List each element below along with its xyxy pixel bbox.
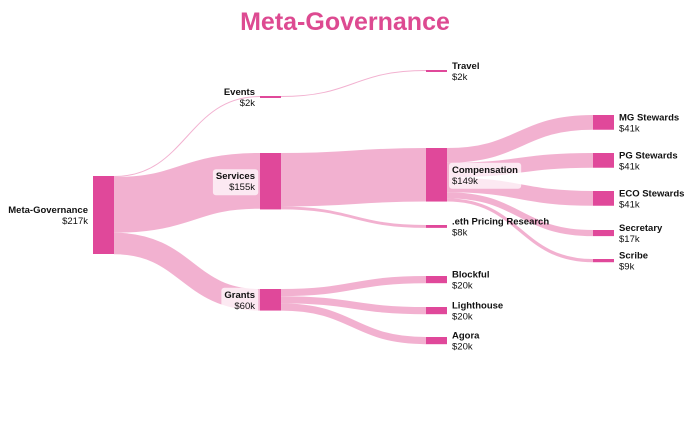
label-eco: ECO Stewards$41k: [619, 188, 684, 210]
link-events-travel: [280, 70, 427, 97]
node-scribe: [593, 259, 614, 263]
node-label-events: Events: [224, 87, 255, 98]
node-grants: [260, 289, 281, 311]
node-value-eco: $41k: [619, 199, 640, 210]
link-compensation-mg: [446, 115, 594, 163]
label-background-compensation: [449, 162, 522, 189]
label-lighthouse: Lighthouse$20k: [452, 301, 503, 323]
node-label-eth: .eth Pricing Research: [452, 216, 549, 227]
label-agora: Agora$20k: [452, 331, 480, 353]
label-eth: .eth Pricing Research$8k: [452, 216, 549, 238]
node-value-compensation: $149k: [452, 176, 478, 187]
label-pg: PG Stewards$41k: [619, 150, 678, 172]
link-grants-blockful: [280, 275, 427, 297]
label-grants: Grants$60k: [221, 287, 259, 314]
label-background-grants: [221, 287, 259, 314]
node-value-secretary: $17k: [619, 234, 640, 245]
node-events: [260, 96, 281, 98]
label-secretary: Secretary$17k: [619, 223, 663, 245]
node-value-mg: $41k: [619, 123, 640, 134]
node-layer: [93, 70, 614, 345]
node-value-agora: $20k: [452, 342, 473, 353]
node-value-events: $2k: [240, 98, 256, 109]
node-label-mg: MG Stewards: [619, 112, 679, 123]
link-compensation-scribe: [446, 198, 594, 263]
link-services-eth: [280, 206, 427, 228]
link-meta-events: [113, 96, 261, 177]
node-value-eth: $8k: [452, 227, 468, 238]
node-eco: [593, 191, 614, 206]
label-travel: Travel$2k: [452, 61, 479, 83]
link-grants-lighthouse: [280, 296, 427, 315]
link-layer: [113, 70, 594, 345]
node-mg: [593, 115, 614, 130]
link-compensation-secretary: [446, 192, 594, 237]
node-value-grants: $60k: [234, 301, 255, 312]
node-label-secretary: Secretary: [619, 223, 663, 234]
node-value-meta: $217k: [62, 216, 88, 227]
node-label-eco: ECO Stewards: [619, 188, 684, 199]
node-label-pg: PG Stewards: [619, 150, 678, 161]
node-travel: [426, 70, 447, 72]
node-pg: [593, 153, 614, 168]
link-grants-agora: [280, 303, 427, 345]
label-background-services: [212, 169, 259, 196]
node-label-grants: Grants: [224, 290, 255, 301]
node-agora: [426, 337, 447, 345]
node-label-scribe: Scribe: [619, 251, 648, 262]
label-meta: Meta-Governance$217k: [8, 205, 88, 227]
node-label-lighthouse: Lighthouse: [452, 301, 503, 312]
node-secretary: [593, 230, 614, 237]
link-services-compensation: [280, 148, 427, 207]
chart-title: Meta-Governance: [240, 8, 450, 36]
node-label-agora: Agora: [452, 331, 480, 342]
node-label-blockful: Blockful: [452, 270, 489, 281]
node-value-pg: $41k: [619, 161, 640, 172]
label-layer: Meta-Governance$217kEvents$2kServices$15…: [8, 61, 684, 353]
label-services: Services$155k: [212, 169, 259, 196]
node-value-travel: $2k: [452, 72, 468, 83]
node-meta: [93, 176, 114, 254]
node-lighthouse: [426, 307, 447, 315]
node-label-services: Services: [216, 171, 255, 182]
label-events: Events$2k: [224, 87, 255, 109]
node-blockful: [426, 276, 447, 284]
node-value-lighthouse: $20k: [452, 312, 473, 323]
label-blockful: Blockful$20k: [452, 270, 489, 292]
label-scribe: Scribe$9k: [619, 251, 648, 273]
node-compensation: [426, 148, 447, 202]
node-label-travel: Travel: [452, 61, 479, 72]
node-value-blockful: $20k: [452, 281, 473, 292]
node-value-scribe: $9k: [619, 262, 635, 273]
node-label-compensation: Compensation: [452, 165, 518, 176]
node-value-services: $155k: [229, 182, 255, 193]
label-mg: MG Stewards$41k: [619, 112, 679, 134]
node-eth: [426, 225, 447, 228]
node-services: [260, 153, 281, 210]
label-compensation: Compensation$149k: [449, 162, 522, 189]
node-label-meta: Meta-Governance: [8, 205, 88, 216]
